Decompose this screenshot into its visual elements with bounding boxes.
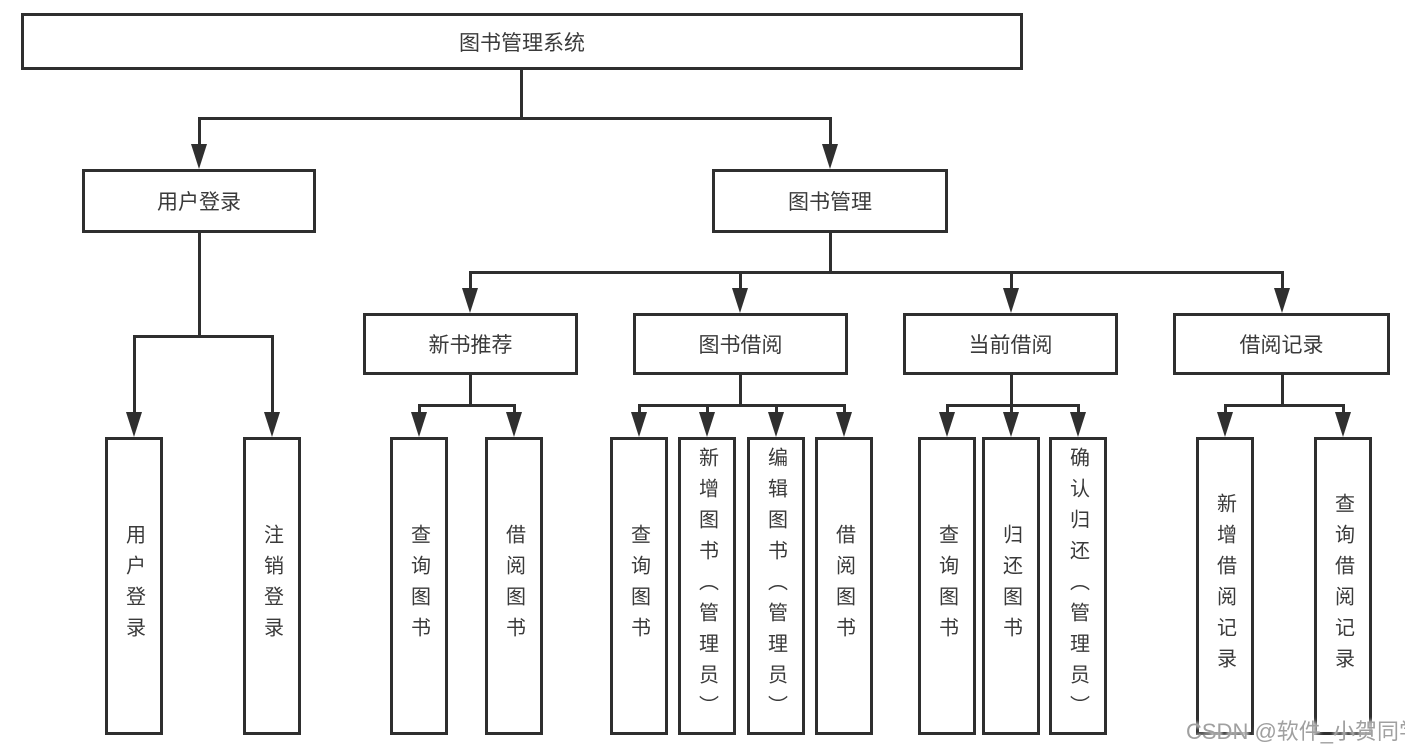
node-borrow-records: 借阅记录	[1173, 313, 1390, 375]
connector-line	[1224, 404, 1344, 407]
arrowhead-down	[1217, 412, 1233, 437]
arrowhead-down	[1003, 412, 1019, 437]
connector-line	[1281, 375, 1284, 407]
arrowhead-down	[462, 288, 478, 313]
node-leaf-edit-books-admin: 编辑图书（管理员）	[747, 437, 805, 735]
arrowhead-down	[1003, 288, 1019, 313]
connector-line	[133, 335, 136, 414]
connector-line	[1224, 404, 1227, 414]
node-user-login: 用户登录	[82, 169, 316, 233]
connector-line	[775, 404, 778, 414]
node-leaf-query-books-current: 查询图书	[918, 437, 976, 735]
arrowhead-down	[411, 412, 427, 437]
connector-line	[513, 404, 516, 414]
arrowhead-down	[699, 412, 715, 437]
connector-line	[1281, 271, 1284, 291]
node-book-borrow: 图书借阅	[633, 313, 848, 375]
connector-line	[1010, 271, 1013, 291]
connector-line	[843, 404, 846, 414]
connector-line	[946, 404, 1080, 407]
leaf-label: 新增图书（管理员）	[695, 446, 718, 726]
node-leaf-confirm-return-admin: 确认归还（管理员）	[1049, 437, 1107, 735]
node-leaf-add-borrow-record: 新增借阅记录	[1196, 437, 1254, 735]
connector-line	[418, 404, 516, 407]
node-new-book-recommend-label: 新书推荐	[428, 334, 513, 357]
leaf-label: 查询图书	[935, 524, 958, 648]
connector-line	[133, 335, 274, 338]
connector-line	[418, 404, 421, 414]
node-leaf-logout: 注销登录	[243, 437, 301, 735]
leaf-label: 查询图书	[407, 524, 430, 648]
leaf-label: 用户登录	[122, 524, 145, 648]
arrowhead-down	[506, 412, 522, 437]
leaf-label: 借阅图书	[502, 524, 525, 648]
connector-line	[469, 271, 472, 291]
node-current-borrow-label: 当前借阅	[968, 334, 1053, 357]
leaf-label: 注销登录	[260, 524, 283, 648]
node-leaf-return-books: 归还图书	[982, 437, 1040, 735]
connector-line	[829, 233, 832, 274]
connector-line	[198, 117, 832, 120]
connector-line	[271, 335, 274, 414]
connector-line	[198, 233, 201, 338]
connector-line	[1342, 404, 1345, 414]
leaf-label: 查询借阅记录	[1331, 493, 1354, 679]
connector-line	[520, 70, 523, 118]
connector-line	[946, 404, 949, 414]
leaf-label: 借阅图书	[832, 524, 855, 648]
leaf-label: 归还图书	[999, 524, 1022, 648]
leaf-label: 确认归还（管理员）	[1066, 446, 1089, 726]
node-user-login-label: 用户登录	[157, 191, 241, 214]
arrowhead-down	[191, 144, 207, 169]
node-root: 图书管理系统	[21, 13, 1023, 70]
arrowhead-down	[126, 412, 142, 437]
connector-line	[1010, 375, 1013, 407]
node-leaf-borrow-books: 借阅图书	[815, 437, 873, 735]
arrowhead-down	[631, 412, 647, 437]
node-root-label: 图书管理系统	[459, 31, 585, 55]
node-current-borrow: 当前借阅	[903, 313, 1118, 375]
arrowhead-down	[768, 412, 784, 437]
node-leaf-query-books-recommend: 查询图书	[390, 437, 448, 735]
connector-line	[829, 117, 832, 145]
node-book-mgmt: 图书管理	[712, 169, 948, 233]
node-leaf-borrow-books-recommend: 借阅图书	[485, 437, 543, 735]
arrowhead-down	[1070, 412, 1086, 437]
node-book-borrow-label: 图书借阅	[698, 334, 783, 357]
arrowhead-down	[1335, 412, 1351, 437]
node-leaf-query-borrow-record: 查询借阅记录	[1314, 437, 1372, 735]
connector-line	[1010, 404, 1013, 414]
node-new-book-recommend: 新书推荐	[363, 313, 578, 375]
connector-line	[739, 375, 742, 407]
watermark: CSDN @软件_小贺同学	[1186, 719, 1405, 744]
arrowhead-down	[939, 412, 955, 437]
connector-line	[638, 404, 641, 414]
arrowhead-down	[732, 288, 748, 313]
arrowhead-down	[836, 412, 852, 437]
connector-line	[469, 375, 472, 407]
node-leaf-query-books-borrow: 查询图书	[610, 437, 668, 735]
connector-line	[198, 117, 201, 145]
leaf-label: 新增借阅记录	[1213, 493, 1236, 679]
connector-line	[739, 271, 742, 291]
node-leaf-add-books-admin: 新增图书（管理员）	[678, 437, 736, 735]
connector-line	[706, 404, 709, 414]
arrowhead-down	[822, 144, 838, 169]
node-leaf-user-login: 用户登录	[105, 437, 163, 735]
connector-line	[638, 404, 846, 407]
arrowhead-down	[1274, 288, 1290, 313]
node-borrow-records-label: 借阅记录	[1239, 334, 1324, 357]
connector-line	[469, 271, 1283, 274]
arrowhead-down	[264, 412, 280, 437]
leaf-label: 查询图书	[627, 524, 650, 648]
connector-line	[1077, 404, 1080, 414]
leaf-label: 编辑图书（管理员）	[764, 446, 787, 726]
node-book-mgmt-label: 图书管理	[788, 191, 872, 214]
